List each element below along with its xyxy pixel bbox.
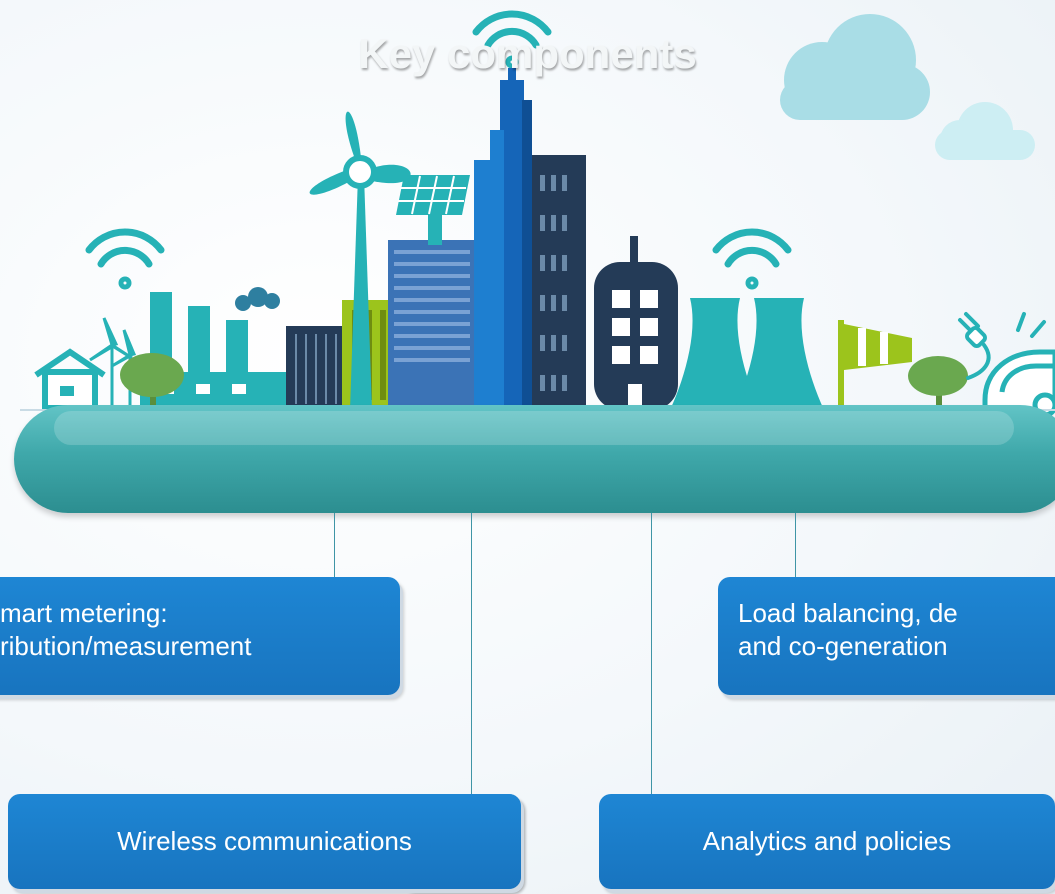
building (594, 236, 678, 410)
load-balancing-line-2: and co-generation (738, 631, 948, 661)
wind-turbine-icon (309, 111, 411, 410)
smart-metering-box: mart metering: ribution/measurement (0, 577, 400, 695)
connector-line (334, 513, 335, 577)
solar-panel-icon (396, 175, 470, 245)
wifi-icon (85, 228, 165, 290)
wifi-icon (712, 228, 792, 290)
smart-metering-line-2: ribution/measurement (0, 631, 252, 661)
wireless-communications-label: Wireless communications (117, 826, 412, 856)
cooling-tower-icon (670, 298, 824, 410)
analytics-policies-label: Analytics and policies (702, 826, 952, 856)
building (286, 326, 342, 410)
smart-metering-line-1: mart metering: (0, 598, 168, 628)
analytics-policies-box: Analytics and policies (599, 794, 1055, 889)
wireless-communications-box: Wireless communications (8, 794, 521, 889)
banner-title: Key components (358, 30, 697, 77)
connector-line (651, 513, 652, 794)
connector-line (795, 513, 796, 577)
cloud-icon (935, 102, 1035, 160)
building (388, 240, 476, 410)
building (474, 68, 532, 410)
banner-gloss (54, 411, 1014, 445)
wifi-icon (472, 10, 552, 69)
load-balancing-line-1: Load balancing, de (738, 598, 958, 628)
plug-icon (958, 312, 1046, 380)
load-balancing-box: Load balancing, de and co-generation (718, 577, 1055, 695)
building (532, 155, 586, 410)
windsock-icon (838, 320, 912, 410)
tree-icon (908, 356, 968, 410)
key-components-banner (14, 405, 1055, 513)
cloud-icon (780, 14, 930, 120)
wind-turbine-icon (89, 317, 137, 410)
tree-icon (120, 353, 184, 410)
house-icon (34, 348, 106, 411)
connector-line (471, 513, 472, 794)
